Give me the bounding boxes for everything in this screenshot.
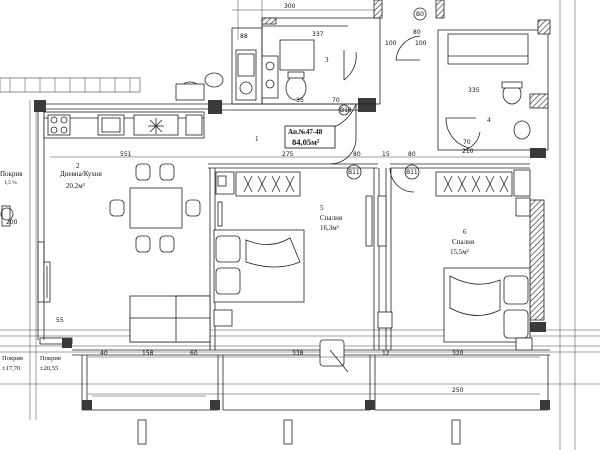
dim-551: 551 xyxy=(120,151,132,158)
dim-250: 250 xyxy=(452,387,464,394)
apartment-code: Ап.№47-48 xyxy=(288,128,323,136)
wardrobe-5-side xyxy=(365,195,373,247)
terrace-1-elev: ±17,70 xyxy=(2,365,20,372)
room-5-name: Спалня xyxy=(320,214,343,222)
kitchen-counter xyxy=(43,111,205,139)
bedroom-5-furniture xyxy=(213,171,305,327)
roof-left-slope: 1,5 % xyxy=(4,180,17,186)
room-4-number: 4 xyxy=(487,116,491,124)
left-terrace-band xyxy=(0,77,141,93)
bathroom-4-fixtures xyxy=(395,33,531,149)
room-3-number: 3 xyxy=(325,56,329,64)
terrace-2-elev: ±20,55 xyxy=(40,365,58,372)
dim-40: 40 xyxy=(100,350,108,357)
dim-70: 70 xyxy=(463,139,471,146)
terrace-1-name: Покрив xyxy=(2,355,23,362)
dim-80a: 80 xyxy=(353,151,361,158)
room-6-name: Спалня xyxy=(452,238,475,246)
terrace-2-name: Покрив xyxy=(40,355,61,362)
sofa xyxy=(129,295,211,343)
axis-label-3: B11 xyxy=(406,169,418,176)
axis-label-4: B13 xyxy=(340,107,352,114)
dim-275: 275 xyxy=(282,151,294,158)
dim-80b: 80 xyxy=(408,151,416,158)
roof-left-name: Покрив xyxy=(0,170,23,178)
dim-335: 335 xyxy=(468,87,480,94)
dim-top-100b: 100 xyxy=(385,40,397,47)
dim-338: 338 xyxy=(292,350,304,357)
walls xyxy=(34,0,551,411)
bathroom-3-fixtures xyxy=(175,39,357,101)
dim-12: 12 xyxy=(382,350,390,357)
dim-88: 88 xyxy=(240,33,248,40)
dim-35: 35 xyxy=(296,97,304,104)
bedroom-6-furniture xyxy=(377,169,533,351)
room-6-number: 6 xyxy=(463,228,467,236)
dim-200: 200 xyxy=(6,219,18,226)
bottom-axis-tags xyxy=(1,205,461,445)
dim-70b: 70 xyxy=(332,97,340,104)
dim-320: 320 xyxy=(452,350,464,357)
room-6-area: 15,5м² xyxy=(450,248,469,256)
axis-label-1: B0 xyxy=(416,11,424,18)
room-2-number: 2 xyxy=(76,162,80,170)
dim-158: 158 xyxy=(142,350,154,357)
dim-337: 337 xyxy=(312,31,324,38)
dining-set xyxy=(109,163,201,253)
dim-55: 55 xyxy=(56,317,64,324)
dim-210: 210 xyxy=(462,148,474,155)
dim-top-80: 80 xyxy=(413,29,421,36)
dim-top-300: 300 xyxy=(284,3,296,10)
dim-15: 15 xyxy=(382,151,390,158)
room-5-area: 16,3м² xyxy=(320,224,339,232)
dim-top-100a: 100 xyxy=(415,40,427,47)
apartment-area: 84,05м² xyxy=(292,137,320,147)
axis-label-2: B11 xyxy=(348,169,360,176)
room-5-number: 5 xyxy=(320,204,324,212)
room-2-name: Дневна/Кухня xyxy=(60,170,103,178)
room-2-area: 20,2м² xyxy=(66,182,85,190)
dimension-lines xyxy=(50,9,540,397)
doors xyxy=(319,103,481,373)
room-1-number: 1 xyxy=(255,135,259,143)
tv-unit xyxy=(43,261,51,303)
apartment-label: Ап.№47-48 84,05м² xyxy=(284,125,336,149)
dim-60: 60 xyxy=(190,350,198,357)
axis-markers xyxy=(0,7,427,221)
